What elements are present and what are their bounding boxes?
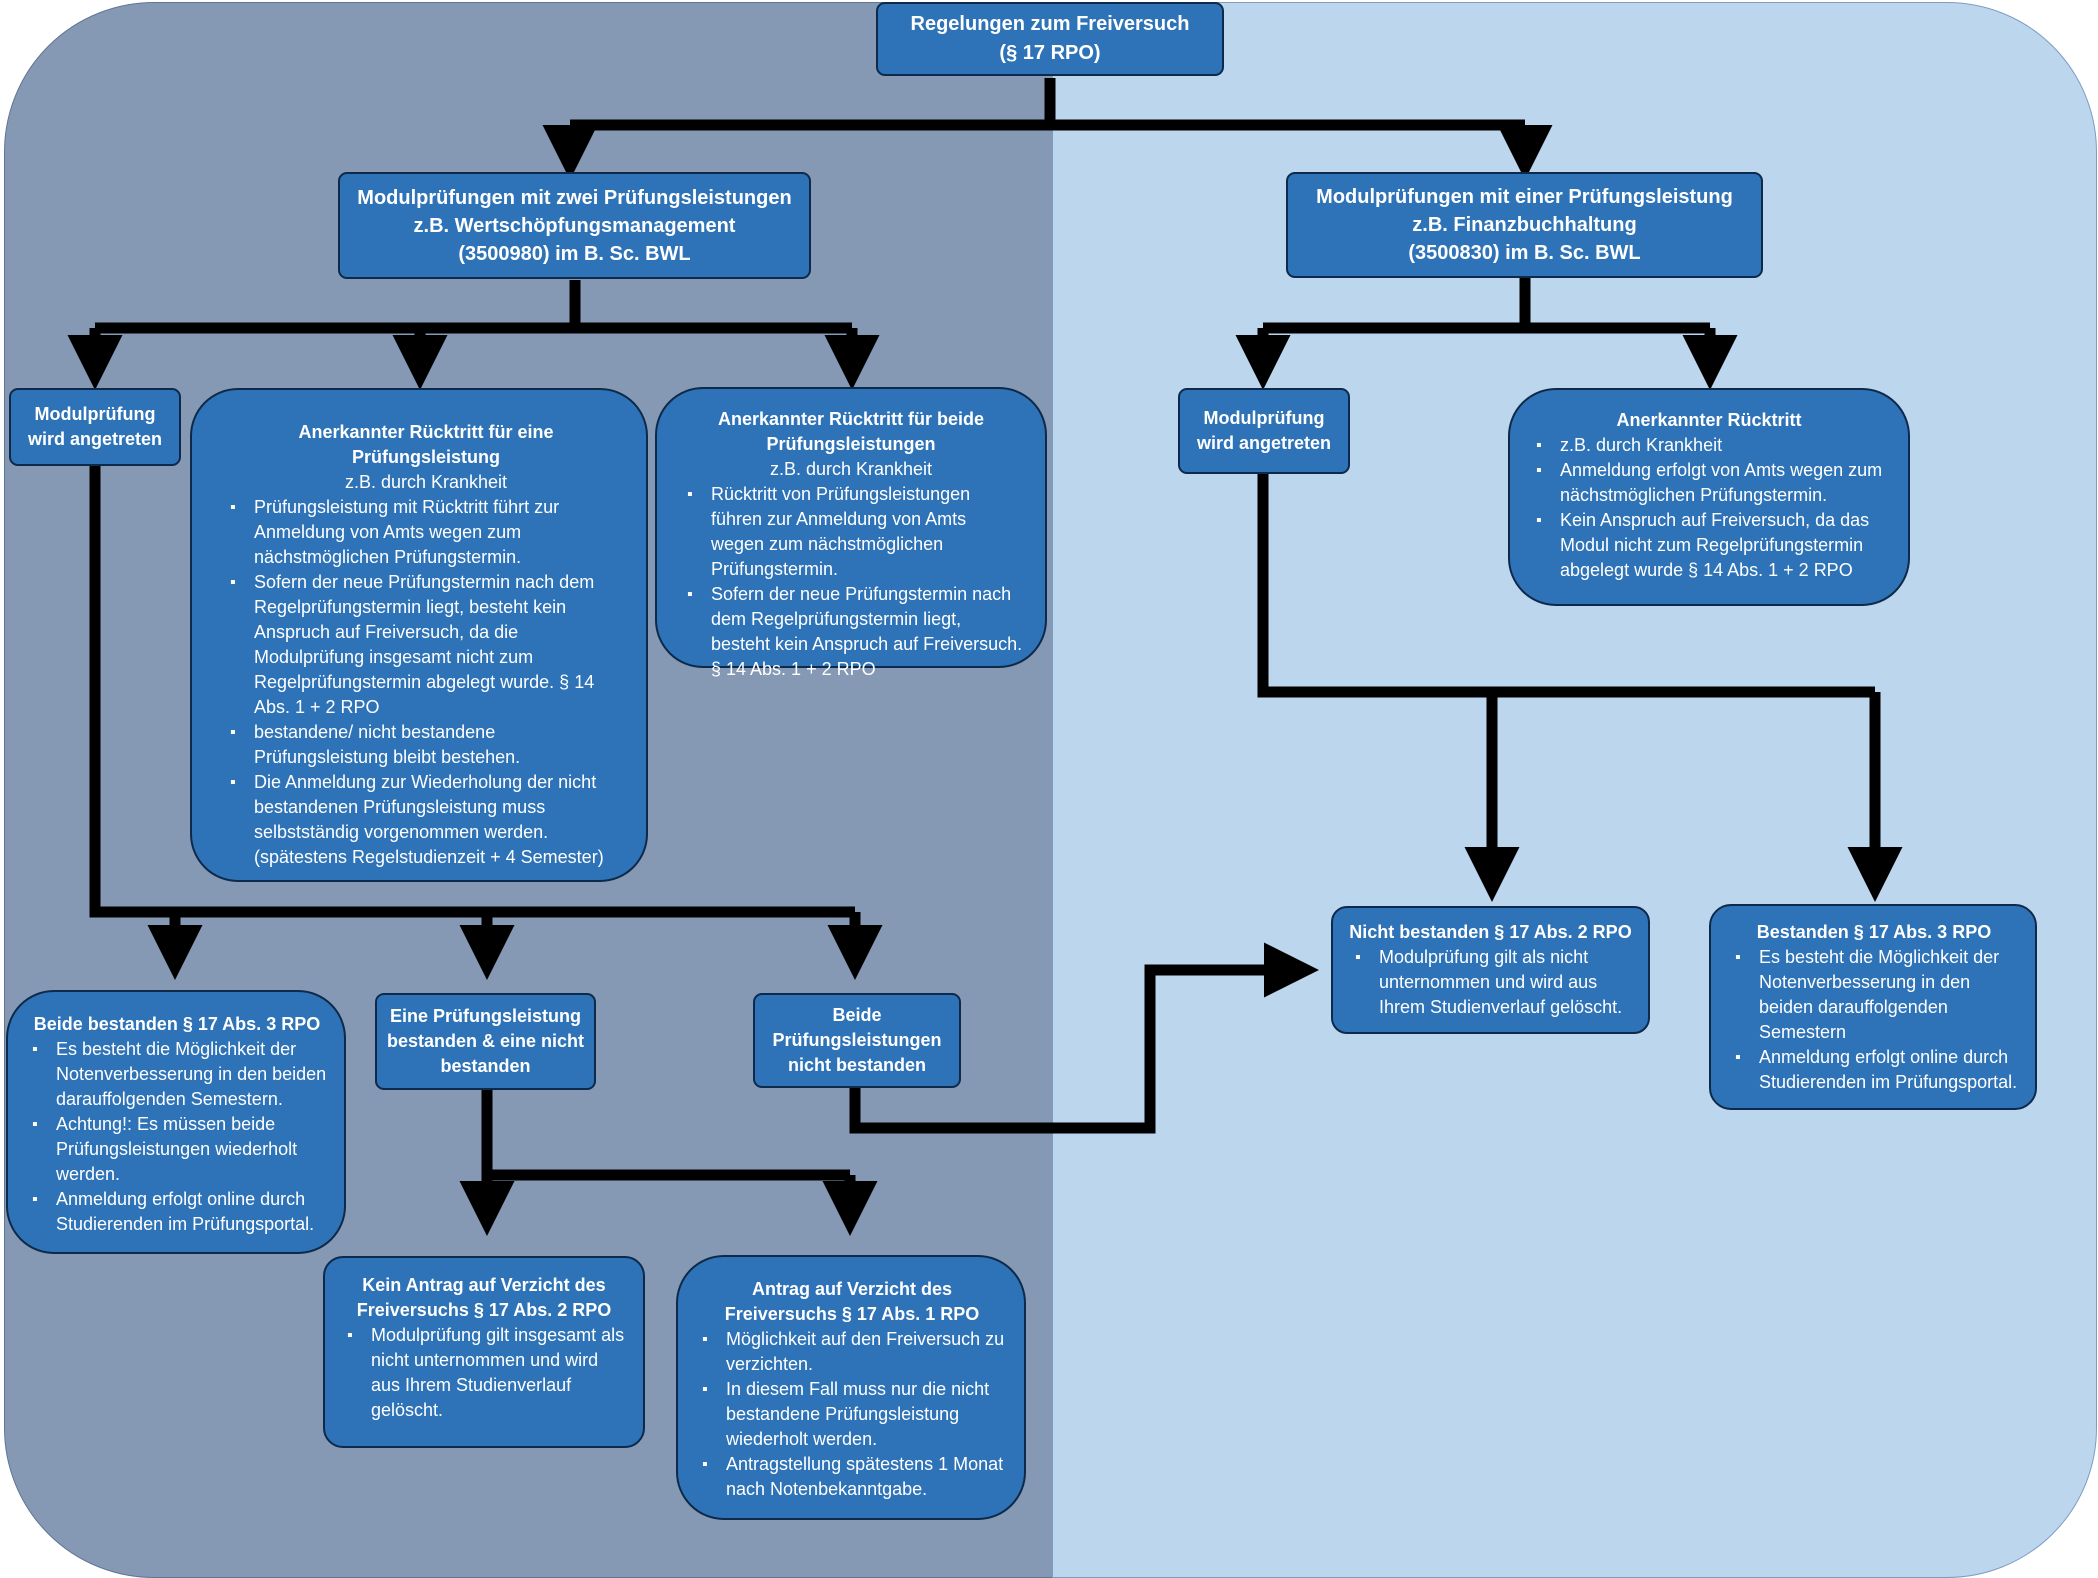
ruecktritt-beide-bullet: Rücktritt von Prüfungsleistungen führen … xyxy=(679,482,1023,582)
beide-nicht-box: Beide Prüfungsleistungen nicht bestanden xyxy=(753,993,961,1088)
nicht-bestanden-list: Modulprüfung gilt als nicht unternommen … xyxy=(1347,945,1634,1020)
left-header-line3: (3500980) im B. Sc. BWL xyxy=(458,242,691,265)
antrag-box: Antrag auf Verzicht des Freiversuchs § 1… xyxy=(676,1255,1026,1520)
bestanden-box: Bestanden § 17 Abs. 3 RPO Es besteht die… xyxy=(1709,904,2037,1110)
nicht-bestanden-box: Nicht bestanden § 17 Abs. 2 RPO Modulprü… xyxy=(1331,906,1650,1034)
left-header-title: Modulprüfungen mit zwei Prüfungsleistung… xyxy=(357,186,792,209)
beide-bestanden-list: Es besteht die Möglichkeit der Notenverb… xyxy=(24,1037,330,1237)
ruecktritt-beide-subtitle: z.B. durch Krankheit xyxy=(769,459,933,479)
beide-bestanden-box: Beide bestanden § 17 Abs. 3 RPO Es beste… xyxy=(6,990,346,1254)
right-header-line2: z.B. Finanzbuchhaltung xyxy=(1412,214,1637,236)
right-angetreten-box: Modulprüfung wird angetreten xyxy=(1178,388,1350,474)
beide-nicht-line1: Beide xyxy=(832,1005,882,1025)
ruecktritt-beide-footer: § 14 Abs. 1 + 2 RPO xyxy=(711,659,876,679)
right-angetreten-line2: wird angetreten xyxy=(1196,433,1332,453)
ruecktritt-eine-title: Anerkannter Rücktritt für eine Prüfungsl… xyxy=(298,422,554,467)
ruecktritt-eine-bullet: Die Anmeldung zur Wiederholung der nicht… xyxy=(222,770,630,870)
beide-bestanden-bullet: Anmeldung erfolgt online durch Studieren… xyxy=(24,1187,330,1237)
right-ruecktritt-list: z.B. durch Krankheit Anmeldung erfolgt v… xyxy=(1528,433,1890,583)
left-angetreten-line2: wird angetreten xyxy=(27,429,163,449)
right-ruecktritt-bullet: Anmeldung erfolgt von Amts wegen zum näc… xyxy=(1528,458,1890,508)
ruecktritt-eine-subtitle: z.B. durch Krankheit xyxy=(344,472,508,492)
ruecktritt-eine-bullet: Prüfungsleistung mit Rücktritt führt zur… xyxy=(222,495,630,570)
kein-antrag-list: Modulprüfung gilt insgesamt als nicht un… xyxy=(339,1323,629,1423)
beide-nicht-line3: nicht bestanden xyxy=(787,1055,926,1075)
bestanden-bullet: Es besteht die Möglichkeit der Notenverb… xyxy=(1727,945,2021,1045)
antrag-list: Möglichkeit auf den Freiversuch zu verzi… xyxy=(694,1327,1010,1502)
right-header-line3: (3500830) im B. Sc. BWL xyxy=(1408,242,1641,264)
line-eine-down xyxy=(481,1090,850,1181)
ruecktritt-eine-bullet: Sofern der neue Prüfungstermin nach dem … xyxy=(222,570,630,720)
beide-bestanden-bullet: Es besteht die Möglichkeit der Notenverb… xyxy=(24,1037,330,1112)
kein-antrag-box: Kein Antrag auf Verzicht des Freiversuch… xyxy=(323,1256,645,1448)
bestanden-title: Bestanden § 17 Abs. 3 RPO xyxy=(1756,922,1992,942)
top-title: Regelungen zum Freiversuch xyxy=(910,13,1190,35)
left-header-box: Modulprüfungen mit zwei Prüfungsleistung… xyxy=(338,172,811,279)
line-right-angetreten-down xyxy=(1257,474,1875,698)
line-left-angetreten-down xyxy=(89,466,855,918)
ruecktritt-beide-box: Anerkannter Rücktritt für beide Prüfungs… xyxy=(655,387,1047,679)
beide-nicht-line2: Prüfungsleistungen xyxy=(772,1030,942,1050)
ruecktritt-beide-bullet: Sofern der neue Prüfungstermin nach dem … xyxy=(679,582,1023,657)
right-ruecktritt-bullet: Kein Anspruch auf Freiversuch, da das Mo… xyxy=(1528,508,1890,583)
ruecktritt-eine-box: Anerkannter Rücktritt für eine Prüfungsl… xyxy=(190,388,648,882)
eine-bestanden-box: Eine Prüfungsleistung bestanden & eine n… xyxy=(375,993,596,1090)
kein-antrag-bullet: Modulprüfung gilt insgesamt als nicht un… xyxy=(339,1323,629,1423)
eine-bestanden-line3: bestanden xyxy=(440,1056,531,1076)
nicht-bestanden-bullet: Modulprüfung gilt als nicht unternommen … xyxy=(1347,945,1634,1020)
left-header-line2: z.B. Wertschöpfungsmanagement xyxy=(413,214,736,237)
right-header-title: Modulprüfungen mit einer Prüfungsleistun… xyxy=(1316,186,1733,208)
eine-bestanden-line1: Eine Prüfungsleistung xyxy=(389,1006,581,1026)
right-ruecktritt-bullet: z.B. durch Krankheit xyxy=(1528,433,1890,458)
left-angetreten-line1: Modulprüfung xyxy=(34,404,156,424)
bestanden-bullet: Anmeldung erfolgt online durch Studieren… xyxy=(1727,1045,2021,1095)
beide-bestanden-title: Beide bestanden § 17 Abs. 3 RPO xyxy=(33,1014,321,1034)
antrag-bullet: In diesem Fall muss nur die nicht bestan… xyxy=(694,1377,1010,1452)
ruecktritt-eine-bullet: bestandene/ nicht bestandene Prüfungslei… xyxy=(222,720,630,770)
beide-bestanden-bullet: Achtung!: Es müssen beide Prüfungsleistu… xyxy=(24,1112,330,1187)
right-header-box: Modulprüfungen mit einer Prüfungsleistun… xyxy=(1286,172,1763,278)
arrow-beide-nicht-to-nicht-bestanden xyxy=(849,942,1319,1134)
kein-antrag-title: Kein Antrag auf Verzicht des Freiversuch… xyxy=(356,1275,612,1320)
ruecktritt-eine-list: Prüfungsleistung mit Rücktritt führt zur… xyxy=(222,495,630,870)
nicht-bestanden-title: Nicht bestanden § 17 Abs. 2 RPO xyxy=(1349,922,1632,942)
eine-bestanden-line2: bestanden & eine nicht xyxy=(386,1031,585,1051)
right-ruecktritt-title: Anerkannter Rücktritt xyxy=(1616,410,1802,430)
right-ruecktritt-box: Anerkannter Rücktritt z.B. durch Krankhe… xyxy=(1508,388,1910,606)
bestanden-list: Es besteht die Möglichkeit der Notenverb… xyxy=(1727,945,2021,1095)
right-angetreten-line1: Modulprüfung xyxy=(1203,408,1325,428)
antrag-title: Antrag auf Verzicht des Freiversuchs § 1… xyxy=(724,1279,980,1324)
ruecktritt-beide-title: Anerkannter Rücktritt für beide Prüfungs… xyxy=(717,409,985,454)
antrag-bullet: Möglichkeit auf den Freiversuch zu verzi… xyxy=(694,1327,1010,1377)
left-angetreten-box: Modulprüfung wird angetreten xyxy=(9,388,181,466)
top-subtitle: (§ 17 RPO) xyxy=(999,42,1101,64)
top-title-box: Regelungen zum Freiversuch (§ 17 RPO) xyxy=(876,2,1224,76)
ruecktritt-beide-list: Rücktritt von Prüfungsleistungen führen … xyxy=(679,482,1023,657)
antrag-bullet: Antragstellung spätestens 1 Monat nach N… xyxy=(694,1452,1010,1502)
